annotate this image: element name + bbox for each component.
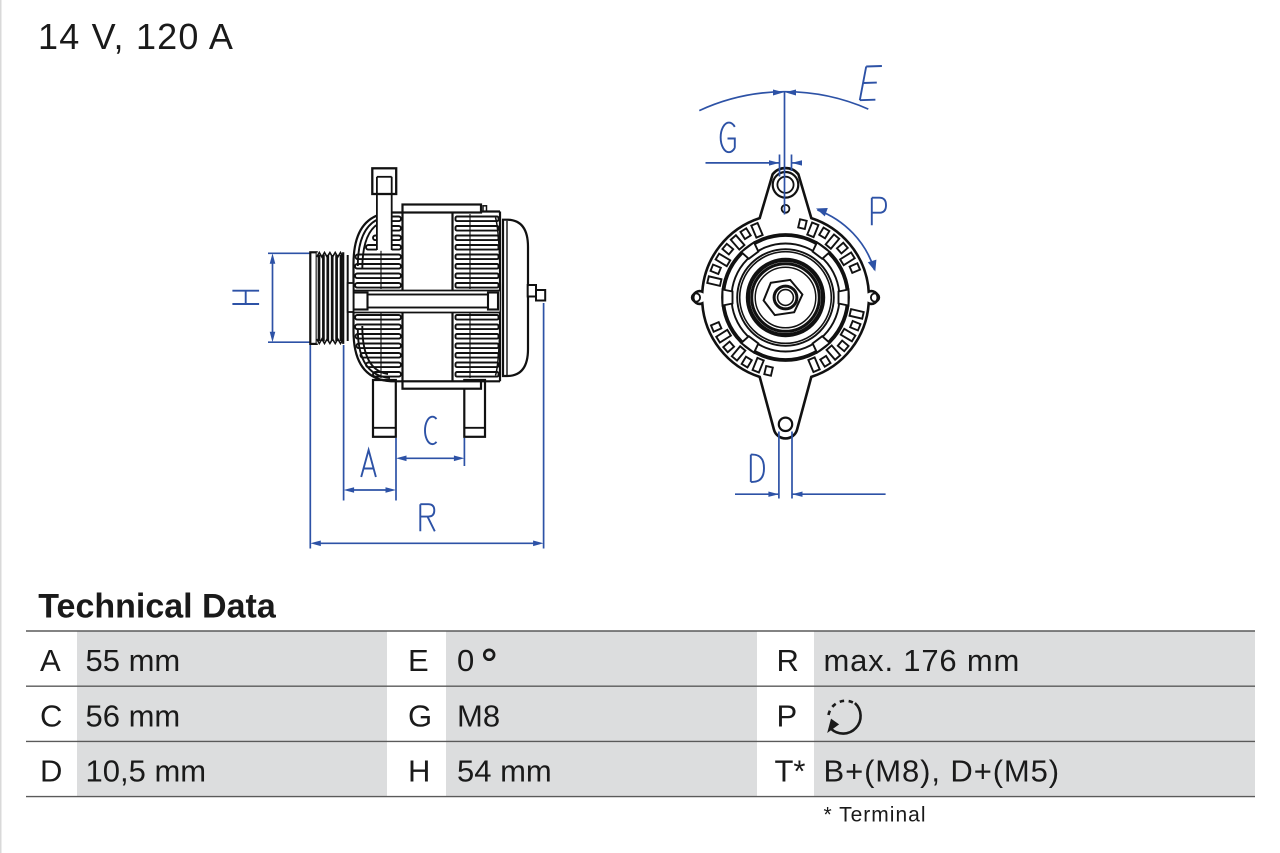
svg-text:E: E [408, 643, 429, 678]
svg-text:Technical Data: Technical Data [38, 587, 277, 625]
svg-text:D: D [40, 754, 62, 789]
svg-text:M8: M8 [457, 698, 500, 733]
svg-text:P: P [777, 698, 798, 733]
svg-text:10,5 mm: 10,5 mm [86, 754, 207, 789]
svg-text:A: A [40, 643, 61, 678]
svg-text:56 mm: 56 mm [86, 698, 181, 733]
svg-text:C: C [40, 698, 62, 733]
svg-text:B+(M8), D+(M5): B+(M8), D+(M5) [824, 754, 1061, 789]
svg-text:max. 176 mm: max. 176 mm [824, 643, 1021, 678]
svg-text:0: 0 [457, 643, 474, 678]
svg-text:55 mm: 55 mm [86, 643, 181, 678]
svg-text:54 mm: 54 mm [457, 754, 552, 789]
svg-text:* Terminal: * Terminal [824, 804, 927, 827]
svg-text:R: R [777, 643, 799, 678]
svg-text:14 V, 120 A: 14 V, 120 A [38, 16, 234, 57]
svg-text:T*: T* [775, 754, 806, 789]
svg-text:G: G [408, 698, 432, 733]
svg-text:H: H [408, 754, 430, 789]
